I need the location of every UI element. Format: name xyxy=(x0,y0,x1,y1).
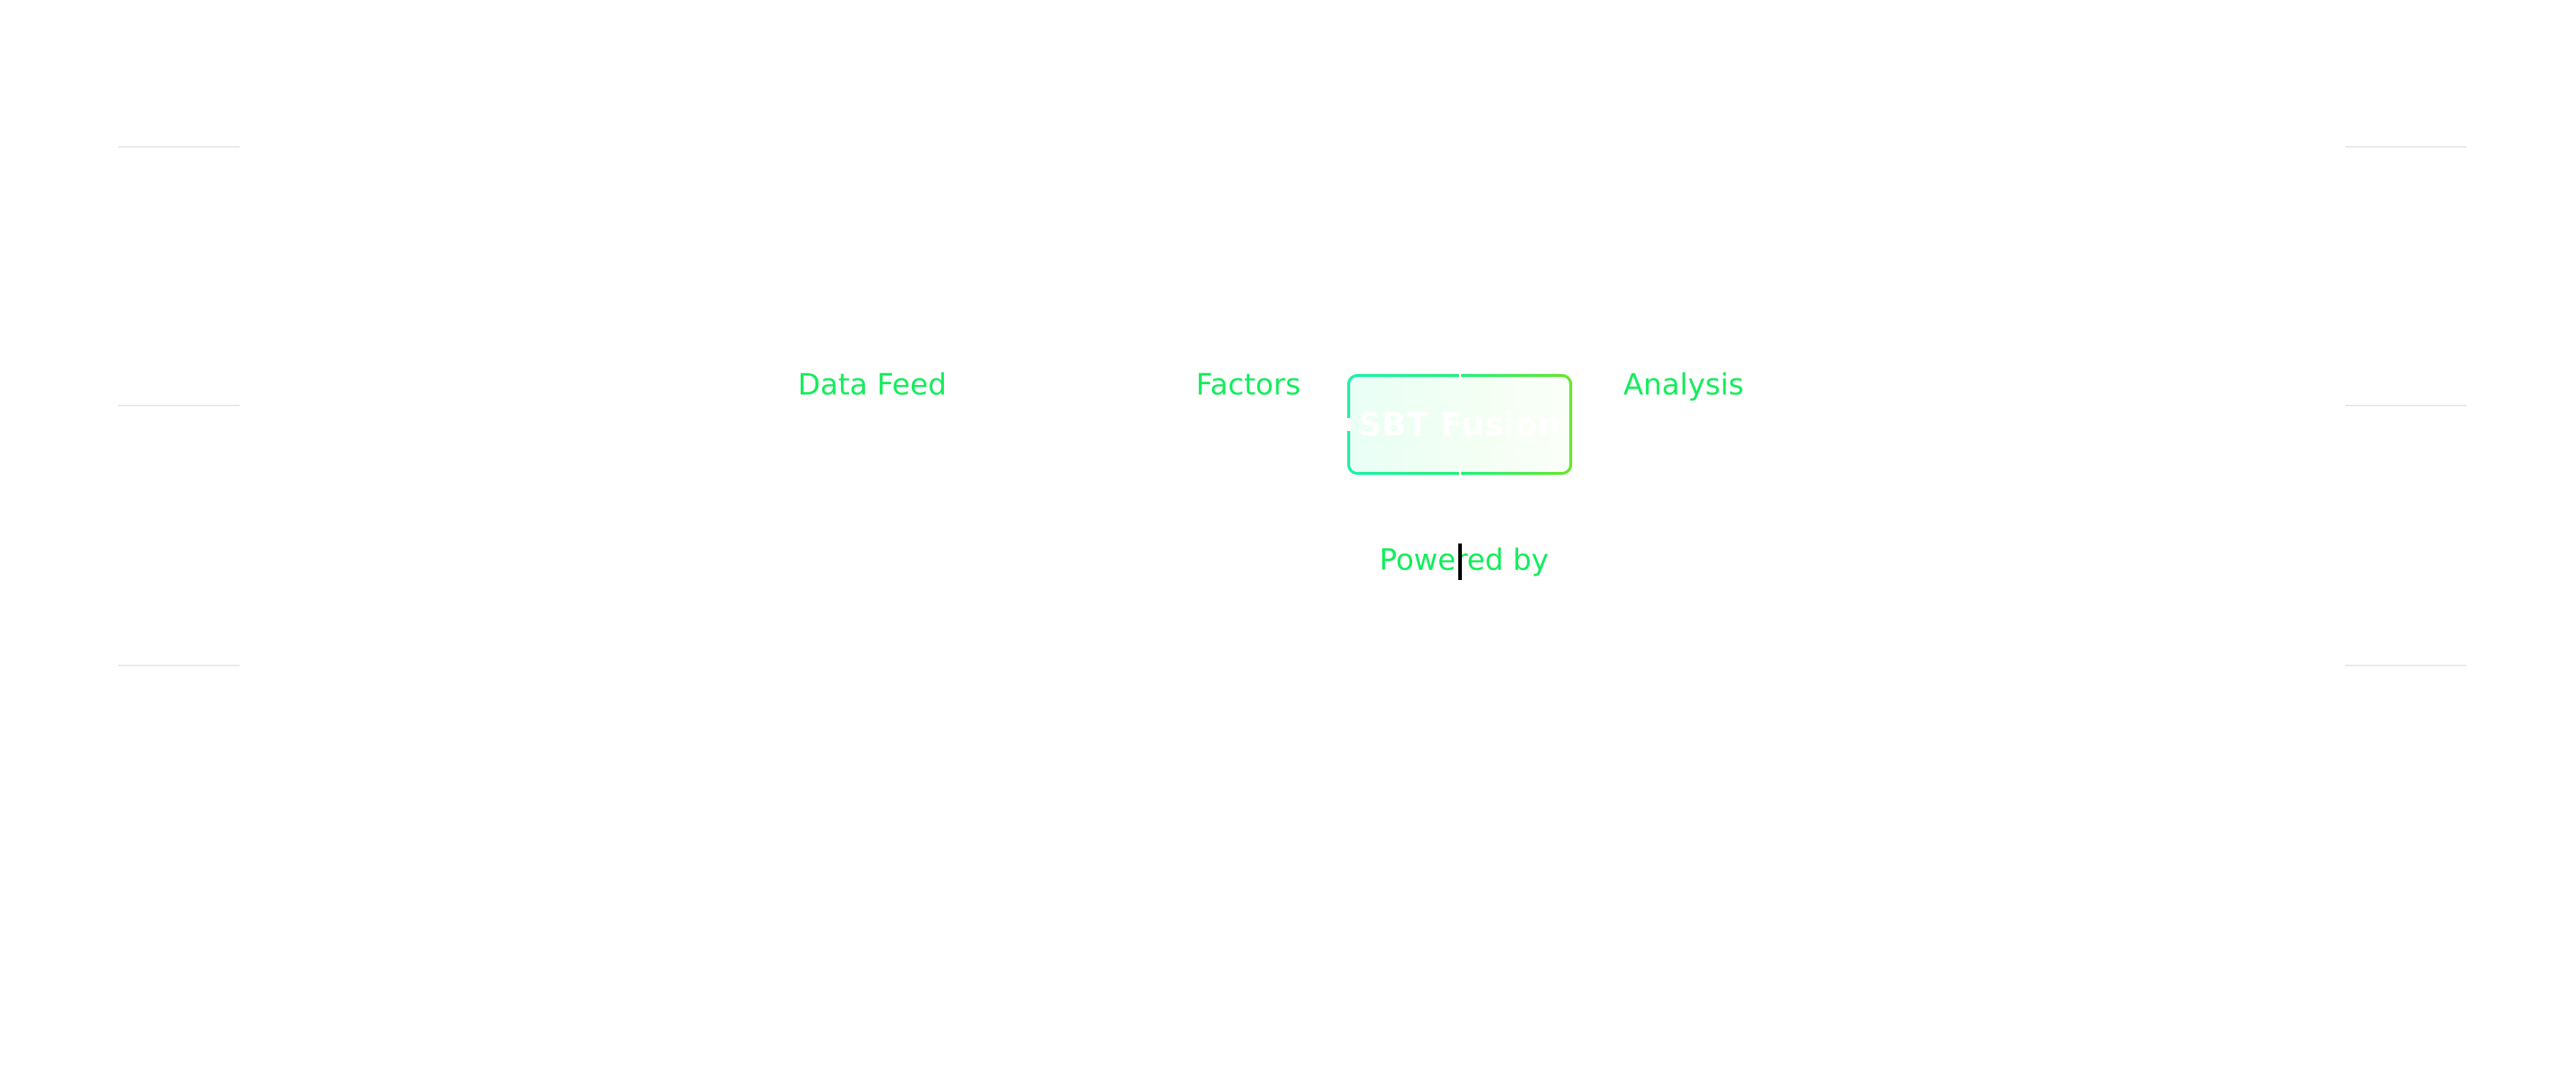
node-title: SBT Fusion xyxy=(1358,405,1561,443)
sbt-fusion-node[interactable]: SBT Fusion xyxy=(1346,374,1572,475)
factors-label: Factors xyxy=(1196,368,1301,402)
side-divider xyxy=(2345,405,2466,406)
node-connector-notch xyxy=(1459,374,1461,381)
text-cursor xyxy=(1458,544,1462,580)
side-divider xyxy=(118,146,240,148)
side-divider xyxy=(118,665,240,666)
side-divider xyxy=(2345,665,2466,666)
data-feed-label: Data Feed xyxy=(798,368,947,402)
side-divider xyxy=(2345,146,2466,148)
analysis-label: Analysis xyxy=(1623,368,1744,402)
node-connector-notch xyxy=(1459,468,1461,475)
side-divider xyxy=(118,405,240,406)
node-input-port xyxy=(1346,418,1351,431)
powered-by-label: Powered by xyxy=(1379,544,1549,577)
